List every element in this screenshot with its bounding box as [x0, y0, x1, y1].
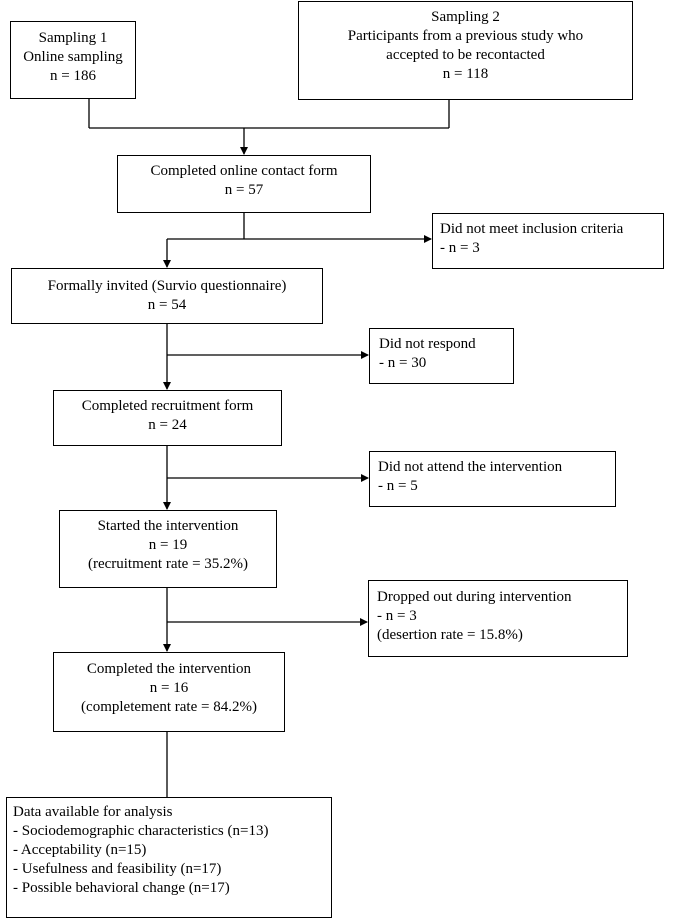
completement-rate: (completement rate = 84.2%): [81, 699, 257, 715]
completed-intervention-label: Completed the intervention: [86, 661, 252, 677]
data-analysis-title: Data available for analysis: [13, 804, 173, 820]
no-attend-box: Did not attend the intervention - n = 5: [369, 451, 616, 507]
contact-form-label: Completed online contact form: [150, 163, 338, 179]
sampling-2-box: Sampling 2 Participants from a previous …: [298, 1, 633, 100]
dropped-out-label: Dropped out during intervention: [377, 589, 572, 605]
sampling-1-title: Sampling 1: [38, 30, 108, 46]
recruitment-form-label: Completed recruitment form: [81, 398, 254, 414]
data-analysis-item: - Sociodemographic characteristics (n=13…: [13, 823, 269, 839]
inclusion-excluded-box: Did not meet inclusion criteria - n = 3: [432, 213, 664, 269]
formally-invited-box: Formally invited (Survio questionnaire) …: [11, 268, 323, 324]
dropped-out-count: - n = 3: [377, 608, 417, 624]
contact-form-box: Completed online contact form n = 57: [117, 155, 371, 213]
no-respond-count: - n = 30: [379, 355, 427, 371]
desertion-rate: (desertion rate = 15.8%): [377, 627, 523, 643]
no-attend-count: - n = 5: [378, 478, 418, 494]
data-analysis-item: - Usefulness and feasibility (n=17): [13, 861, 222, 877]
inclusion-excluded-label: Did not meet inclusion criteria: [440, 221, 624, 237]
data-analysis-item: - Acceptability (n=15): [13, 842, 147, 858]
sampling-2-count: n = 118: [442, 66, 489, 82]
sampling-1-count: n = 186: [50, 68, 96, 84]
no-attend-label: Did not attend the intervention: [378, 459, 563, 475]
dropped-out-box: Dropped out during intervention - n = 3 …: [368, 580, 628, 657]
no-respond-label: Did not respond: [379, 336, 476, 352]
data-analysis-item: - Possible behavioral change (n=17): [13, 880, 230, 896]
formally-invited-label: Formally invited (Survio questionnaire): [47, 278, 287, 294]
formally-invited-count: n = 54: [147, 297, 187, 313]
completed-intervention-count: n = 16: [149, 680, 189, 696]
recruitment-form-box: Completed recruitment form n = 24: [53, 390, 282, 446]
sampling-2-title: Sampling 2: [431, 9, 500, 25]
inclusion-excluded-count: - n = 3: [440, 240, 480, 256]
data-analysis-box: Data available for analysis - Sociodemog…: [6, 797, 332, 918]
sampling-1-method: Online sampling: [23, 49, 123, 65]
sampling-1-box: Sampling 1 Online sampling n = 186: [10, 21, 136, 99]
started-intervention-label: Started the intervention: [97, 518, 239, 534]
sampling-2-description-line-1: Participants from a previous study who: [347, 28, 584, 44]
contact-form-count: n = 57: [224, 182, 264, 198]
completed-intervention-box: Completed the intervention n = 16 (compl…: [53, 652, 285, 732]
recruitment-form-count: n = 24: [148, 417, 187, 433]
started-intervention-box: Started the intervention n = 19 (recruit…: [59, 510, 277, 588]
sampling-2-description-line-2: accepted to be recontacted: [386, 47, 545, 63]
started-intervention-count: n = 19: [148, 537, 188, 553]
recruitment-rate: (recruitment rate = 35.2%): [87, 556, 249, 572]
no-respond-box: Did not respond - n = 30: [369, 328, 514, 384]
